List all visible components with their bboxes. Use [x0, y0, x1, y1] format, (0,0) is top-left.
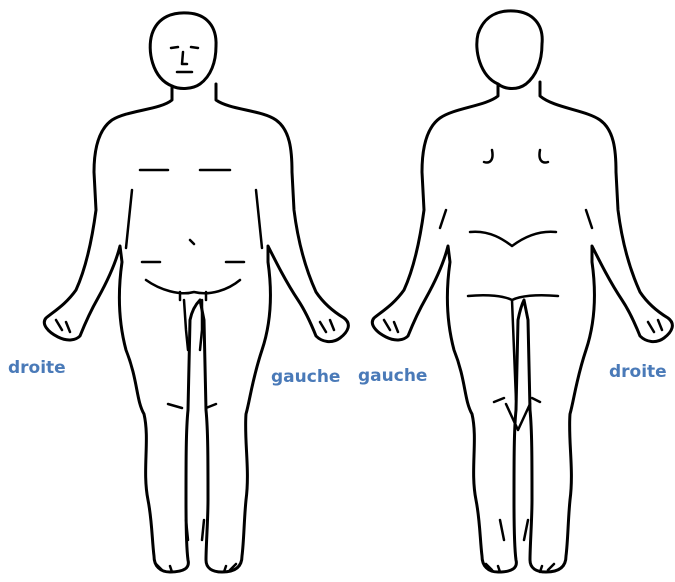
front-right-side-label: droite: [8, 358, 66, 378]
back-head: [477, 11, 542, 89]
front-body-outline: [44, 84, 348, 572]
back-body-figure: [372, 11, 672, 572]
front-face-features: [171, 47, 198, 72]
back-right-side-label: droite: [609, 362, 667, 382]
front-left-side-label: gauche: [271, 367, 340, 387]
front-head: [150, 13, 216, 89]
back-body-details: [384, 150, 662, 572]
back-body-outline: [372, 82, 672, 572]
back-left-side-label: gauche: [358, 366, 427, 386]
front-body-figure: [44, 13, 348, 572]
